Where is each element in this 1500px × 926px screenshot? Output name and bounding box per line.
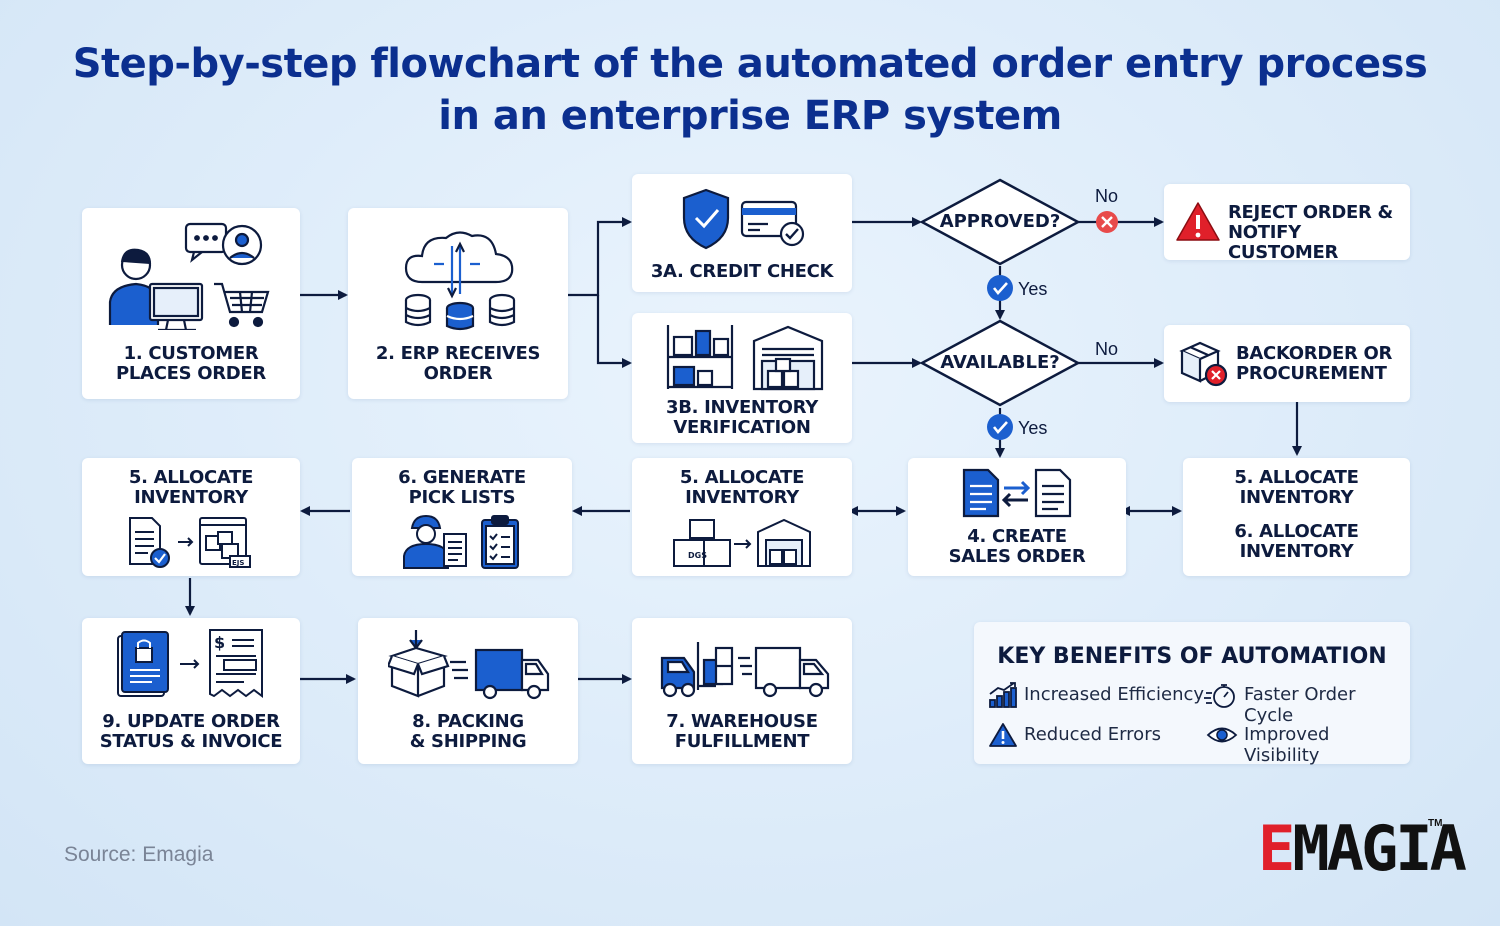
node-packing-shipping: 8. PACKING & SHIPPING — [358, 618, 578, 764]
boxes-to-warehouse-icon: DGS — [673, 518, 811, 567]
node-label-line-2: STATUS & INVOICE — [99, 731, 283, 752]
node-label-line-2: SALES ORDER — [948, 546, 1086, 567]
node-label-line-2: PLACES ORDER — [116, 363, 266, 384]
node-generate-pick-lists: 6. GENERATE PICK LISTS — [352, 458, 572, 576]
yes-check-icon — [987, 275, 1013, 301]
node-label-line-2: INVENTORY — [685, 487, 799, 508]
node-label-line-2: PROCUREMENT — [1236, 363, 1387, 384]
decision-approved-label: APPROVED? — [939, 211, 1061, 232]
decision-available-diamond — [919, 319, 1081, 407]
node-label-line-1: REJECT ORDER & — [1228, 202, 1393, 223]
node-label-line-1: 3B. INVENTORY — [666, 397, 818, 418]
node-allocate-inventory-right: 5. ALLOCATE INVENTORY 6. ALLOCATE INVENT… — [1183, 458, 1410, 576]
node-warehouse-fulfillment: 7. WAREHOUSE FULFILLMENT — [632, 618, 852, 764]
available-yes-label: Yes — [1018, 418, 1048, 438]
node-label-line-1: 5. ALLOCATE — [679, 467, 805, 488]
page-title: Step-by-step flowchart of the automated … — [0, 38, 1500, 142]
node-label-line-1: 4. CREATE — [967, 526, 1067, 547]
dgs-box-text: DGS — [688, 551, 707, 560]
benefit-label: Reduced Errors — [1024, 724, 1161, 745]
node-inventory-verification: 3B. INVENTORY VERIFICATION — [632, 313, 852, 443]
title-line-1: Step-by-step flowchart of the automated … — [72, 41, 1428, 87]
customer-computer-cart-icon — [108, 222, 270, 330]
node-label-line-3: 6. ALLOCATE — [1234, 521, 1359, 542]
arrow-erp-to-credit — [568, 217, 632, 297]
node-label-line-1: 5. ALLOCATE — [1234, 467, 1359, 488]
node-label-line-1: 3A. CREDIT CHECK — [650, 261, 834, 282]
title-line-2: in an enterprise ERP system — [438, 93, 1062, 139]
node-label-line-1: 9. UPDATE ORDER — [102, 711, 280, 732]
benefit-label: Improved Visibility — [1244, 724, 1330, 766]
node-label-line-2: PICK LISTS — [408, 487, 516, 508]
node-label-line-2: & SHIPPING — [409, 731, 527, 752]
eye-icon — [1206, 727, 1238, 743]
shield-card-icon — [682, 188, 805, 250]
node-label-line-1: BACKORDER OR — [1236, 343, 1393, 364]
node-label-line-2: FULFILLMENT — [674, 731, 810, 752]
warning-icon — [989, 723, 1017, 747]
node-label-line-1: 5. ALLOCATE — [128, 467, 254, 488]
node-label-line-1: 7. WAREHOUSE — [666, 711, 818, 732]
node-label-line-1: 8. PACKING — [412, 711, 524, 732]
benefit-label: Increased Efficiency — [1024, 684, 1205, 705]
box-reject-icon — [1179, 341, 1228, 387]
source-text: Source: Emagia — [64, 843, 214, 866]
trademark-text: TM — [1428, 818, 1443, 829]
benefits-title: KEY BENEFITS OF AUTOMATION — [997, 644, 1387, 669]
node-label-line-1: 6. GENERATE — [398, 467, 526, 488]
node-label-line-1: 2. ERP RECEIVES — [375, 343, 541, 364]
node-credit-check: 3A. CREDIT CHECK — [632, 174, 852, 292]
worker-checklist-icon — [403, 514, 519, 569]
node-label-line-4: INVENTORY — [1239, 541, 1354, 562]
warning-triangle-icon — [1176, 202, 1220, 241]
clipboard-invoice-icon: $ — [117, 629, 263, 698]
node-label-line-2: VERIFICATION — [673, 417, 811, 438]
arrow-erp-to-inventory — [596, 295, 632, 368]
benefits-panel: KEY BENEFITS OF AUTOMATION Increased Eff… — [974, 622, 1410, 766]
shelves-warehouse-icon — [666, 325, 824, 391]
node-create-sales-order: 4. CREATE SALES ORDER — [908, 458, 1126, 576]
available-no-label: No — [1095, 339, 1119, 359]
ejs-box-text: EJS — [232, 559, 244, 567]
node-label-line-2: INVENTORY — [1239, 487, 1354, 508]
node-label-line-1: 1. CUSTOMER — [123, 343, 259, 364]
cloud-database-icon — [404, 231, 516, 331]
box-truck-icon — [388, 630, 550, 700]
node-label-line-2: INVENTORY — [134, 487, 248, 508]
node-update-order-status: $ 9. UPDATE ORDER STATUS & INVOICE — [82, 618, 300, 764]
approved-yes-label: Yes — [1018, 279, 1048, 299]
forklift-truck-icon — [660, 642, 830, 698]
benefit-label: Faster Order Cycle — [1244, 684, 1356, 726]
node-erp-receives-order: 2. ERP RECEIVES ORDER — [348, 208, 568, 399]
document-exchange-icon — [962, 468, 1072, 518]
dollar-sign-text: $ — [214, 633, 225, 652]
no-x-icon — [1096, 211, 1118, 233]
approved-no-label: No — [1095, 186, 1119, 206]
node-label-line-2: NOTIFY CUSTOMER — [1228, 222, 1339, 263]
yes-check-icon — [987, 414, 1013, 440]
stopwatch-icon — [1204, 684, 1235, 708]
node-allocate-inventory-left: 5. ALLOCATE INVENTORY EJS — [82, 458, 300, 576]
node-label-line-2: ORDER — [423, 363, 493, 384]
decision-available-label: AVAILABLE? — [940, 352, 1060, 373]
decision-approved-diamond — [919, 178, 1081, 266]
node-reject-order: REJECT ORDER & NOTIFY CUSTOMER — [1164, 184, 1410, 263]
node-backorder-procurement: BACKORDER OR PROCUREMENT — [1164, 325, 1410, 402]
emagia-logo: EMAGIA — [1258, 812, 1467, 885]
node-allocate-inventory-mid: 5. ALLOCATE INVENTORY DGS — [632, 458, 852, 576]
document-to-boxes-icon: EJS — [129, 517, 251, 568]
node-customer-places-order: 1. CUSTOMER PLACES ORDER — [82, 208, 300, 399]
bar-chart-icon — [989, 682, 1017, 708]
